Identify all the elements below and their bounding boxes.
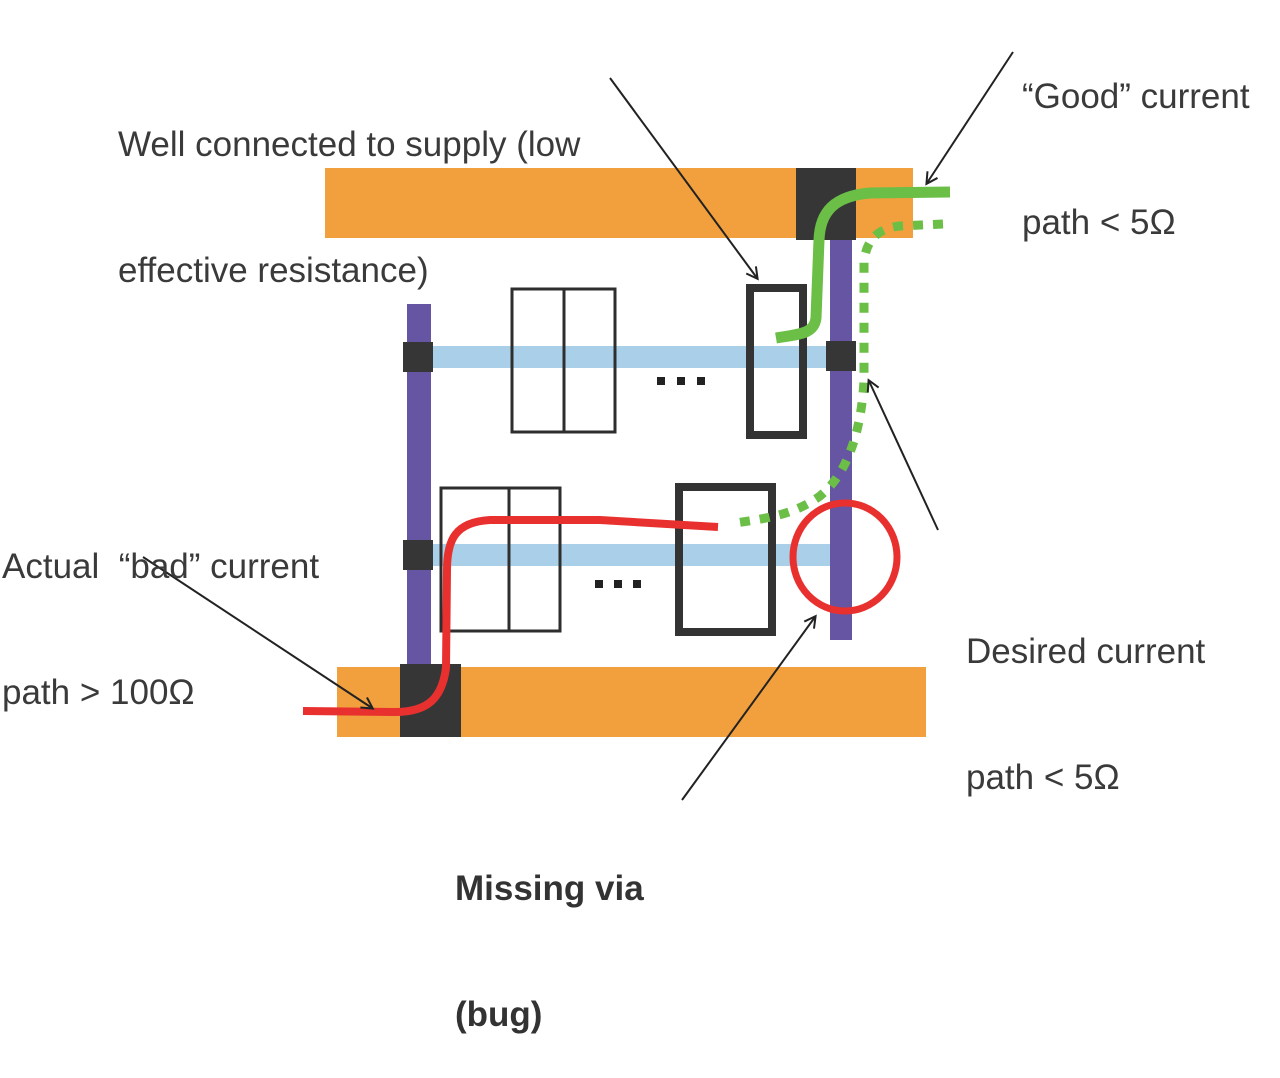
desired-current-path xyxy=(734,219,944,528)
label-good-path-line1: “Good” current xyxy=(1022,77,1250,116)
ellipsis-upper xyxy=(657,377,705,385)
label-desired-path-line2: path < 5Ω xyxy=(966,758,1120,797)
via-right-upper xyxy=(826,341,856,371)
cell-lower-poorly-connected xyxy=(675,483,776,636)
via-left-upper xyxy=(403,342,433,372)
label-well-connected-line1: Well connected to supply (low xyxy=(118,125,581,164)
label-well-connected: Well connected to supply (low effective … xyxy=(118,40,580,334)
ellipsis-lower xyxy=(595,580,641,588)
arrow-good-path xyxy=(927,51,1014,183)
power-grid-diagram xyxy=(142,51,1014,801)
via-top-rail xyxy=(796,168,856,240)
cell-lower-1b xyxy=(507,486,562,633)
cell-upper-well-connected xyxy=(746,284,807,439)
label-missing-via-line2: (bug) xyxy=(455,995,543,1034)
right-vertical-strap xyxy=(830,238,852,640)
label-good-path: “Good” current path < 5Ω xyxy=(1022,0,1250,286)
label-desired-path-line1: Desired current xyxy=(966,632,1206,671)
label-good-path-line2: path < 5Ω xyxy=(1022,203,1176,242)
label-desired-path: Desired current path < 5Ω xyxy=(966,547,1205,841)
label-missing-via-line1: Missing via xyxy=(455,869,644,908)
missing-via-marker xyxy=(789,499,901,615)
cell-upper-1b xyxy=(562,287,617,434)
label-bad-path: Actual “bad” current path > 100Ω xyxy=(2,462,319,756)
lower-horizontal-wire xyxy=(420,544,832,566)
label-bad-path-line1: Actual “bad” current xyxy=(2,547,320,586)
good-current-path xyxy=(775,186,951,344)
bad-current-path xyxy=(302,516,719,717)
via-left-lower xyxy=(403,540,433,570)
upper-horizontal-wire xyxy=(420,346,840,368)
label-bad-path-line2: path > 100Ω xyxy=(2,673,195,712)
arrow-missing-via xyxy=(681,617,815,801)
label-missing-via: Missing via (bug) xyxy=(455,784,644,1078)
left-vertical-strap xyxy=(407,304,431,734)
arrow-bad-path xyxy=(142,556,372,708)
arrow-desired-path xyxy=(869,381,939,531)
arrow-well-connected xyxy=(609,77,757,278)
label-well-connected-line2: effective resistance) xyxy=(118,251,429,290)
